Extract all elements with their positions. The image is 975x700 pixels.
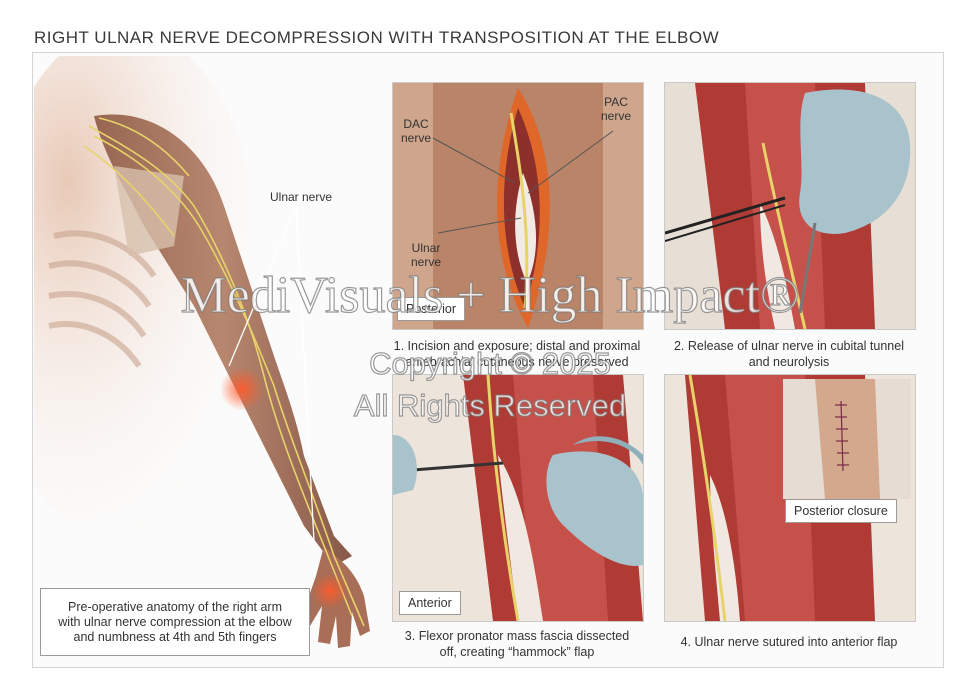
main-caption-box: Pre-operative anatomy of the right arm w… <box>40 588 310 656</box>
posterior-tag: Posterior <box>397 297 466 321</box>
ulnar-nerve-label-panel-1: Ulnar nerve <box>411 241 442 269</box>
panel-2-caption-line-1: 2. Release of ulnar nerve in cubital tun… <box>673 339 904 353</box>
panel-2-caption-line-2: and neurolysis <box>748 355 830 369</box>
panel-4-caption-line-1: 4. Ulnar nerve sutured into anterior fla… <box>680 635 898 649</box>
watermark-copyright: Copyright © 2025 <box>369 345 612 381</box>
page-title: RIGHT ULNAR NERVE DECOMPRESSION WITH TRA… <box>34 28 720 47</box>
panel-release <box>664 82 916 330</box>
panel-1-caption-line-1: 1. Incision and exposure; distal and pro… <box>393 339 641 353</box>
panel-1-caption-line-2: antebrachial cutaneous nerve preserved <box>405 355 629 369</box>
dac-nerve-label: DAC nerve <box>401 117 432 145</box>
main-caption-line-2: with ulnar nerve compression at the elbo… <box>58 615 292 629</box>
panel-3-caption-line-1: 3. Flexor pronator mass fascia dissected <box>404 629 630 643</box>
watermark-rights: All Rights Reserved <box>353 387 627 423</box>
ulnar-nerve-label: Ulnar nerve <box>270 190 333 204</box>
panel-flexor-flap: Anterior <box>392 374 644 622</box>
panel-suture: Posterior closure <box>664 374 916 622</box>
posterior-closure-tag: Posterior closure <box>785 499 897 523</box>
watermark-brand: MediVisuals + High Impact® <box>180 266 800 324</box>
pac-nerve-label: PAC nerve <box>601 95 632 123</box>
main-caption-line-1: Pre-operative anatomy of the right arm <box>68 600 282 614</box>
main-caption-line-3: and numbness at 4th and 5th fingers <box>73 630 277 644</box>
panel-incision: DAC nerve PAC nerve Ulnar nerve Posterio… <box>392 82 644 330</box>
arm-illustration: Ulnar nerve <box>34 56 374 656</box>
anterior-tag: Anterior <box>399 591 461 615</box>
panel-3-caption-line-2: off, creating “hammock” flap <box>439 645 595 659</box>
